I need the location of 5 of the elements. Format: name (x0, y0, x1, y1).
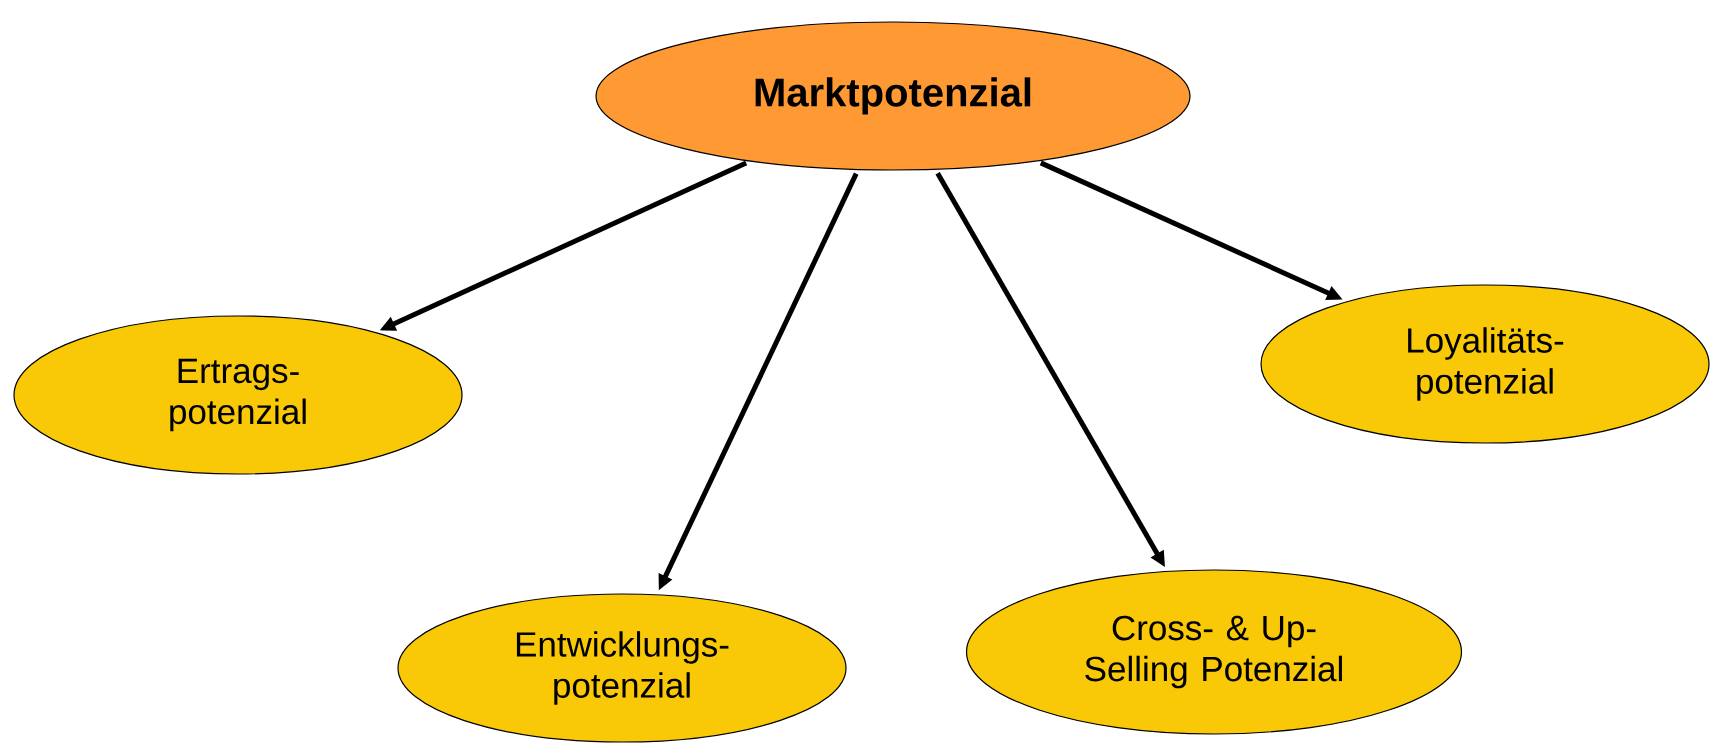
ellipse-node: Marktpotenzial (595, 21, 1191, 171)
ellipse-node: Loyalitäts- potenzial (1260, 284, 1710, 444)
ellipse-node: Entwicklungs- potenzial (397, 593, 847, 743)
ellipse-node: Ertrags- potenzial (13, 315, 463, 475)
ellipse-node: Cross- & Up- Selling Potenzial (965, 569, 1463, 735)
